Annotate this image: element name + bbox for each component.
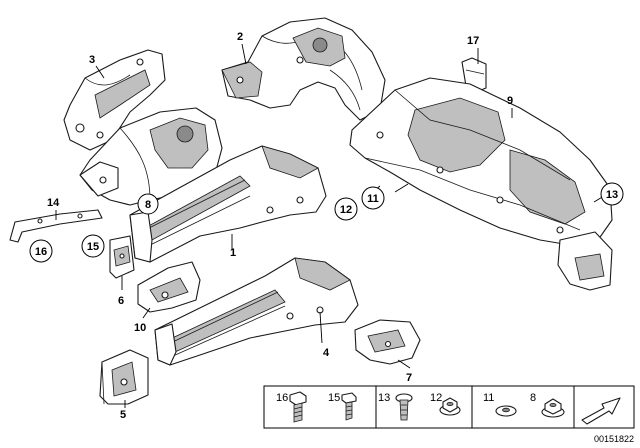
washer-icon xyxy=(495,405,517,417)
callout-3: 3 xyxy=(89,54,95,66)
callout-13-circle: 13 xyxy=(600,182,624,206)
legend-item-13[interactable]: 13 xyxy=(378,392,413,421)
callout-5: 5 xyxy=(120,409,126,421)
flat-head-bolt-icon xyxy=(395,393,413,421)
hex-bolt-icon xyxy=(289,391,307,423)
callout-2: 2 xyxy=(237,31,243,43)
legend-item-15[interactable]: 15 xyxy=(328,392,357,421)
direction-arrow-icon xyxy=(581,397,621,425)
callout-15: 15 xyxy=(87,241,99,253)
callout-11: 11 xyxy=(367,193,379,205)
bracket-part-14[interactable] xyxy=(9,209,103,243)
bracket-part-5[interactable] xyxy=(99,349,149,405)
longitudinal-member-part-4[interactable] xyxy=(154,257,359,366)
callout-labels: 1 2 3 4 5 6 7 9 10 14 17 xyxy=(47,31,513,421)
bracket-part-6[interactable] xyxy=(109,235,135,279)
longitudinal-member-part-1[interactable] xyxy=(129,145,327,263)
bracket-part-10[interactable] xyxy=(137,261,201,313)
callout-12-circle: 12 xyxy=(334,197,358,221)
grommet-nut-icon xyxy=(541,398,565,418)
callout-4: 4 xyxy=(323,347,330,359)
callout-17: 17 xyxy=(467,35,479,47)
callout-8-circle: 8 xyxy=(137,193,159,215)
callout-1: 1 xyxy=(230,247,236,259)
legend-item-8[interactable]: 8 xyxy=(530,392,565,418)
callout-15-circle: 15 xyxy=(81,234,105,258)
legend-label-16: 16 xyxy=(276,392,288,404)
legend-label-8: 8 xyxy=(530,392,536,404)
legend-label-15: 15 xyxy=(328,392,340,404)
flange-nut-icon xyxy=(439,397,461,416)
callout-7: 7 xyxy=(406,372,412,384)
callout-10: 10 xyxy=(134,322,146,334)
wheel-arch-assembly[interactable] xyxy=(79,107,223,206)
bolt-icon xyxy=(341,392,357,421)
legend-item-16[interactable]: 16 xyxy=(276,391,307,423)
legend-label-13: 13 xyxy=(378,392,390,404)
front-end-carrier-part-9[interactable] xyxy=(349,77,613,291)
callout-9: 9 xyxy=(507,95,513,107)
legend-item-12[interactable]: 12 xyxy=(430,392,461,416)
legend-label-12: 12 xyxy=(430,392,442,404)
legend-label-11: 11 xyxy=(483,392,494,404)
wheel-arch-part-2[interactable] xyxy=(221,17,386,121)
callout-14: 14 xyxy=(47,197,60,209)
circled-callouts: 8 11 12 13 15 16 xyxy=(29,182,624,263)
legend-item-11[interactable]: 11 xyxy=(483,392,517,417)
callout-6: 6 xyxy=(118,295,124,307)
bracket-part-3[interactable] xyxy=(63,49,166,151)
callout-11-circle: 11 xyxy=(361,186,385,210)
callout-13: 13 xyxy=(606,189,618,201)
callout-12: 12 xyxy=(340,204,352,216)
document-number: 00151822 xyxy=(594,434,634,444)
callout-16-circle: 16 xyxy=(29,239,53,263)
bracket-part-7[interactable] xyxy=(354,319,421,365)
fastener-legend: 16 15 13 12 xyxy=(263,385,635,429)
callout-16: 16 xyxy=(35,246,47,258)
callout-8: 8 xyxy=(145,199,151,211)
